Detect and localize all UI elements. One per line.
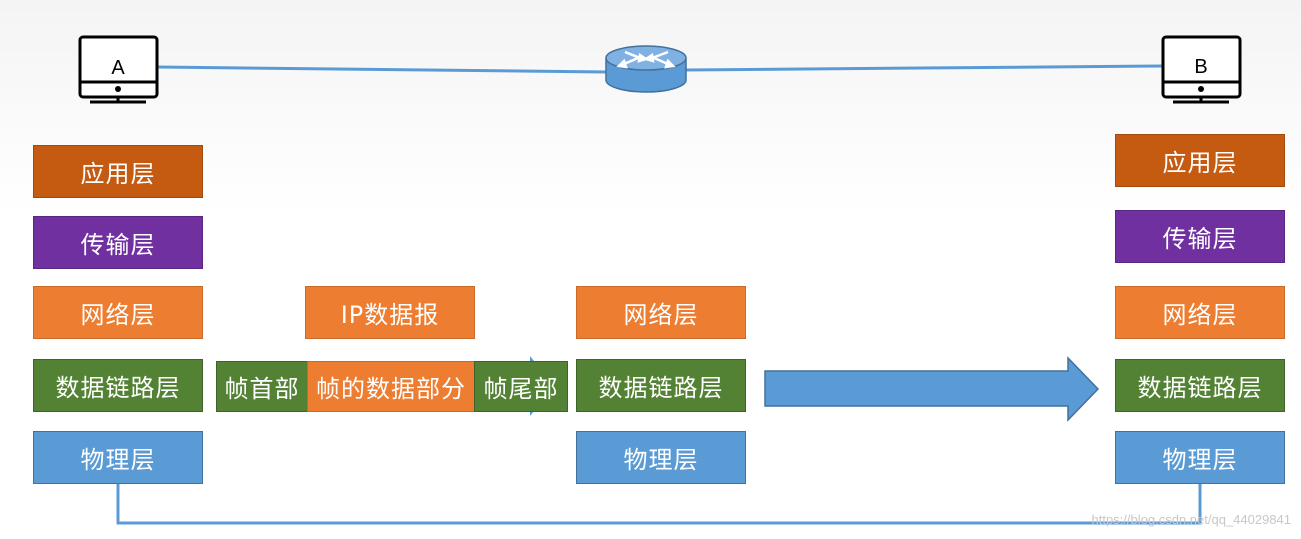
host-b-data-link-layer: 数据链路层 [1115, 359, 1285, 412]
host-b-application-layer: 应用层 [1115, 134, 1285, 187]
router-network-layer: 网络层 [576, 286, 746, 339]
router-data-link-layer: 数据链路层 [576, 359, 746, 412]
link-line-a-router [157, 65, 607, 74]
watermark: https://blog.csdn.net/qq_44029841 [1091, 512, 1292, 527]
host-a-label: A [111, 57, 125, 79]
frame-header: 帧首部 [216, 361, 308, 412]
link-line-router-b [685, 64, 1164, 72]
physical-connection-line [116, 484, 1202, 525]
frame-data-part: 帧的数据部分 [307, 361, 475, 412]
ip-datagram: IP数据报 [305, 286, 475, 339]
host-a-application-layer: 应用层 [33, 145, 203, 198]
big-right-arrow-icon [764, 356, 1100, 422]
host-b-label: B [1194, 56, 1208, 78]
host-a-data-link-layer: 数据链路层 [33, 359, 203, 412]
host-a-network-layer: 网络层 [33, 286, 203, 339]
host-b-physical-layer: 物理层 [1115, 431, 1285, 484]
host-a-physical-layer: 物理层 [33, 431, 203, 484]
host-a-transport-layer: 传输层 [33, 216, 203, 269]
host-b-network-layer: 网络层 [1115, 286, 1285, 339]
frame-trailer: 帧尾部 [474, 361, 568, 412]
router-physical-layer: 物理层 [576, 431, 746, 484]
computer-b-icon [1161, 35, 1242, 104]
host-b-transport-layer: 传输层 [1115, 210, 1285, 263]
computer-a-icon [78, 35, 159, 104]
router-icon [605, 45, 687, 93]
